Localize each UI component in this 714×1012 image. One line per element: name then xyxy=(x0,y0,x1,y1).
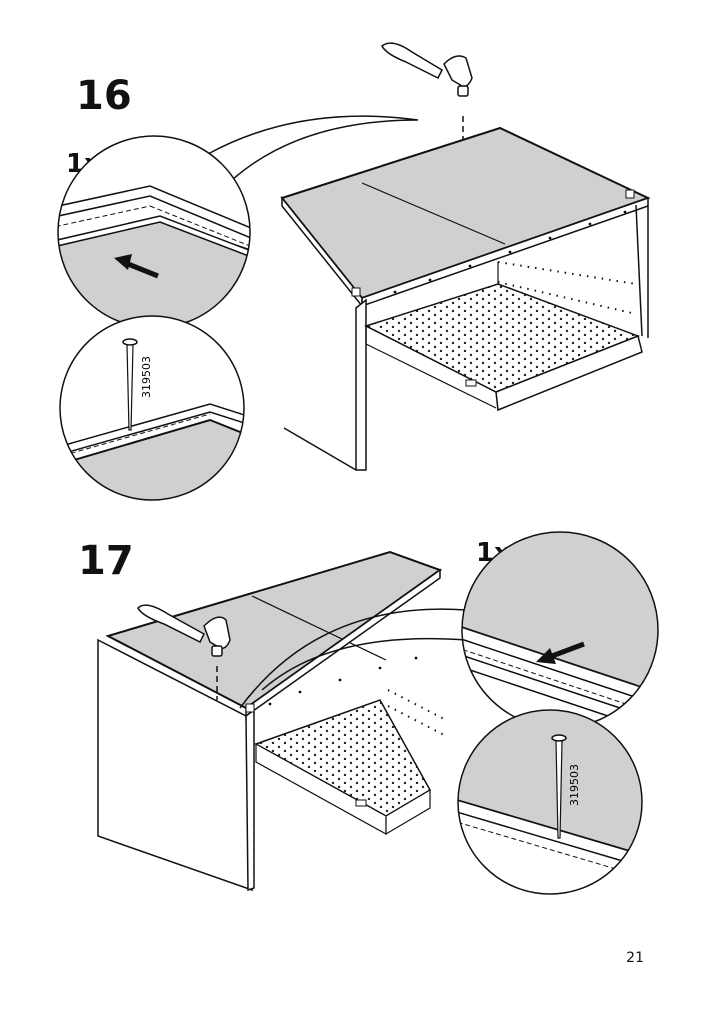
step-17-part-code: 319503 xyxy=(568,764,581,806)
nail-icon xyxy=(551,734,567,839)
push-direction-arrow-icon xyxy=(536,641,585,664)
hammer-icon xyxy=(137,604,231,657)
push-direction-arrow-icon xyxy=(114,254,159,279)
step-16-detail-nail: 319503 xyxy=(59,315,245,501)
step-17-detail-nail: 319503 xyxy=(457,709,643,895)
step-17-cabinet xyxy=(97,550,447,892)
step-16-cabinet xyxy=(280,126,651,471)
page-number: 21 xyxy=(626,950,644,966)
step-17-number: 17 xyxy=(78,538,134,584)
step-17-detail-top xyxy=(461,531,659,729)
hammer-icon xyxy=(381,42,473,97)
step-16-number: 16 xyxy=(76,73,132,119)
step-16-detail-top xyxy=(57,135,251,329)
nail-icon xyxy=(122,338,138,431)
step-16-part-code: 319503 xyxy=(140,356,153,398)
